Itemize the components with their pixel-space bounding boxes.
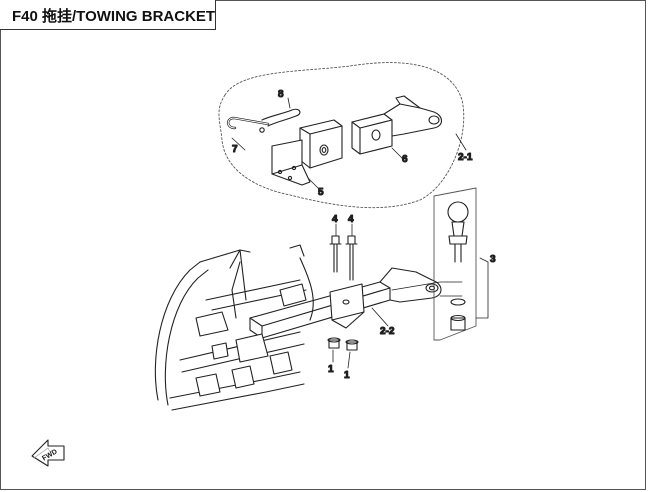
- flange-bolt-icon: [329, 235, 358, 281]
- fwd-arrow-icon: FWD: [31, 439, 65, 467]
- callout-labels: 8 7 5 6 2-1 4 4 3 2-2 1 1: [231, 88, 496, 381]
- assembly-outline-2-1: [218, 62, 465, 209]
- assembly-outline-3: [433, 187, 477, 341]
- callout-4b: 4: [348, 214, 354, 225]
- callout-7: 7: [232, 144, 238, 155]
- page-title: F40 拖挂/TOWING BRACKET: [12, 8, 216, 25]
- flange-nut-icon: [327, 337, 359, 351]
- title-box: F40 拖挂/TOWING BRACKET: [0, 0, 216, 30]
- callout-2-1: 2-1: [458, 152, 473, 163]
- vehicle-frame-icon: [154, 244, 314, 411]
- hitch-pin-icon: [226, 116, 270, 133]
- callout-1b: 1: [344, 370, 350, 381]
- callout-8: 8: [278, 89, 284, 100]
- tow-ball-icon: [447, 201, 469, 331]
- callout-3: 3: [490, 254, 496, 265]
- r-clip-icon: [261, 108, 301, 127]
- callout-5: 5: [318, 187, 324, 198]
- callout-2-2: 2-2: [380, 326, 395, 337]
- drawbar-icon: [351, 95, 443, 155]
- callout-6: 6: [402, 154, 408, 165]
- receiver-bracket-icon: [271, 119, 343, 186]
- tow-bar-icon: [249, 267, 442, 339]
- callout-1a: 1: [328, 364, 334, 375]
- callout-4a: 4: [332, 214, 338, 225]
- leader-lines: [231, 97, 489, 369]
